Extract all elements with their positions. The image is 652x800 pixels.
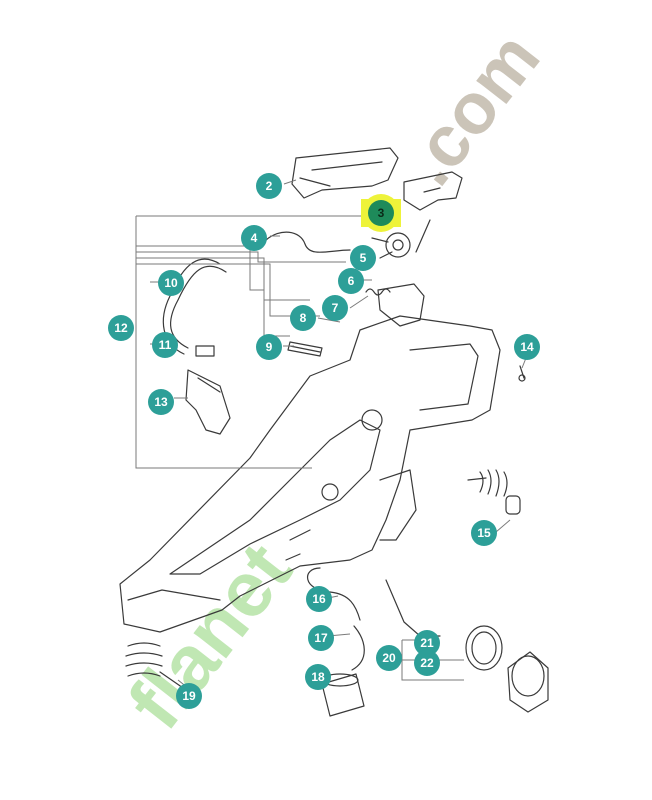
label-3-highlighted[interactable]: 3 — [368, 200, 394, 226]
part-fuel-cap — [507, 651, 549, 713]
label-5: 5 — [350, 245, 376, 271]
label-16: 16 — [306, 586, 332, 612]
part-18-filter — [321, 673, 365, 717]
part-22-seal — [465, 625, 503, 671]
part-7 — [377, 283, 425, 327]
label-13: 13 — [148, 389, 174, 415]
label-19: 19 — [176, 683, 202, 709]
part-19-spring — [125, 642, 187, 691]
label-10: 10 — [158, 270, 184, 296]
part-14-screw — [519, 365, 525, 379]
part-17 — [351, 625, 365, 671]
part-cover — [291, 147, 399, 199]
part-21 — [385, 579, 441, 637]
part-11 — [195, 345, 215, 357]
part-13 — [185, 369, 231, 435]
part-15-spring — [467, 469, 508, 497]
part-trigger — [403, 171, 463, 211]
crankcase-body — [119, 315, 501, 633]
label-18: 18 — [305, 664, 331, 690]
label-2: 2 — [256, 173, 282, 199]
label-14: 14 — [514, 334, 540, 360]
label-17: 17 — [308, 625, 334, 651]
label-22: 22 — [414, 650, 440, 676]
part-5 — [385, 232, 411, 258]
label-20: 20 — [376, 645, 402, 671]
label-8: 8 — [290, 305, 316, 331]
label-15: 15 — [471, 520, 497, 546]
label-9: 9 — [256, 334, 282, 360]
label-7: 7 — [322, 295, 348, 321]
label-12: 12 — [108, 315, 134, 341]
leader-12-bracket — [135, 215, 366, 469]
label-6: 6 — [338, 268, 364, 294]
part-spring — [265, 231, 351, 253]
label-4: 4 — [241, 225, 267, 251]
part-9 — [289, 345, 321, 353]
label-11: 11 — [152, 332, 178, 358]
